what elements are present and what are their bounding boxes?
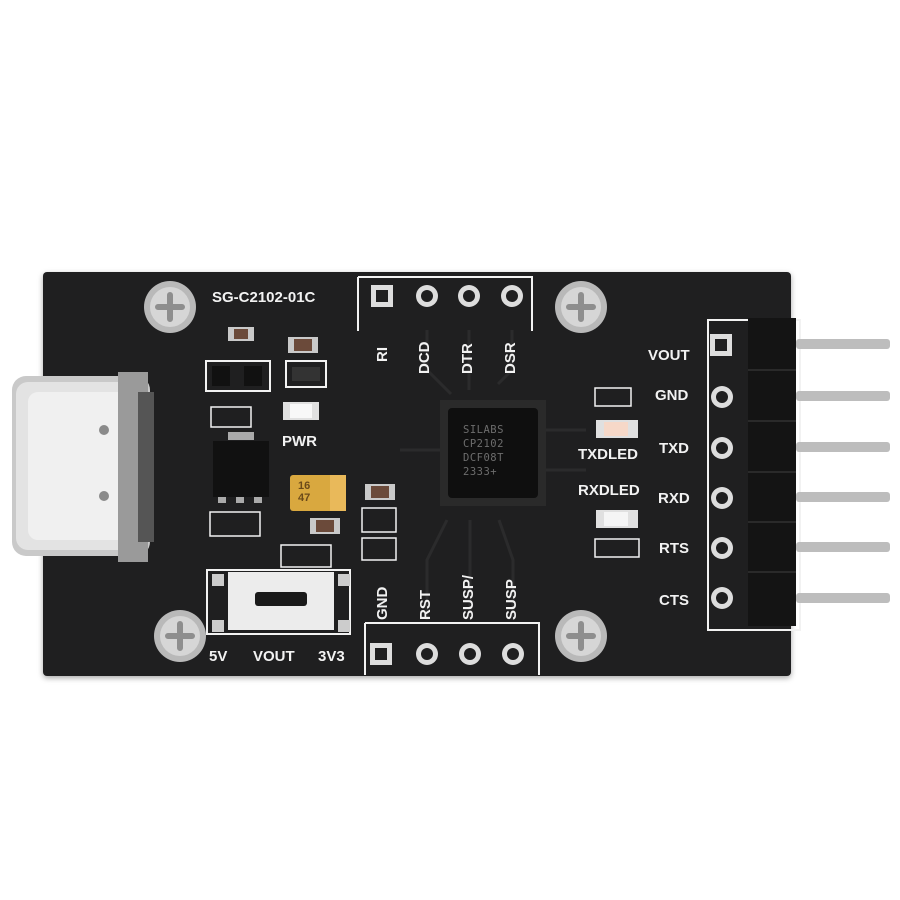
capacitor-marking-line: 16 (298, 480, 311, 492)
side-pin-label-vout: VOUT (648, 347, 690, 364)
top-header[interactable] (357, 276, 533, 331)
board-model-label: SG-C2102-01C (212, 289, 316, 306)
mounting-hole-top-right (555, 281, 607, 333)
chip-marking-line: 2333+ (463, 466, 498, 478)
usb-c-connector[interactable] (12, 372, 154, 562)
switch-label-5v: 5V (209, 648, 228, 665)
side-pin-header[interactable] (707, 318, 890, 631)
cp2102-chip (440, 400, 546, 506)
rxd-led-label: RXDLED (578, 482, 640, 499)
mounting-hole-top-left (144, 281, 196, 333)
bottom-pin-label-rst: RST (417, 590, 434, 620)
pcb-traces (400, 330, 586, 620)
capacitor-marking-line: 47 (298, 492, 311, 504)
bottom-header[interactable] (364, 622, 540, 675)
side-pin-label-gnd: GND (655, 387, 689, 404)
chip-marking: SILABS CP2102 DCF08T 2333+ (463, 423, 504, 479)
mounting-hole-bottom-left (154, 610, 206, 662)
top-pin-label-dtr: DTR (459, 343, 476, 374)
bottom-pin-label-susp: SUSP (503, 579, 520, 620)
bottom-pin-label-susp-bar: SUSP/ (460, 574, 477, 620)
chip-marking-line: DCF08T (463, 452, 504, 464)
chip-marking-line: SILABS (463, 424, 504, 436)
bottom-pin-label-gnd: GND (374, 586, 391, 620)
smd-components (205, 327, 640, 568)
power-led-label: PWR (282, 433, 317, 450)
tantalum-capacitor-marking: 16 47 (298, 480, 310, 504)
switch-label-3v3: 3V3 (318, 648, 345, 665)
switch-label-vout: VOUT (253, 648, 295, 665)
mounting-hole-bottom-right (555, 610, 607, 662)
chip-marking-line: CP2102 (463, 438, 504, 450)
voltage-slide-switch[interactable] (206, 569, 351, 635)
top-pin-label-ri: RI (374, 347, 391, 362)
side-pin-label-rts: RTS (659, 540, 689, 557)
pcb-board (43, 272, 791, 676)
txd-led-label: TXDLED (578, 446, 638, 463)
top-pin-label-dsr: DSR (502, 342, 519, 374)
side-pin-label-cts: CTS (659, 592, 689, 609)
top-pin-label-dcd: DCD (416, 341, 433, 375)
side-pin-label-txd: TXD (659, 440, 689, 457)
side-pin-label-rxd: RXD (658, 490, 690, 507)
